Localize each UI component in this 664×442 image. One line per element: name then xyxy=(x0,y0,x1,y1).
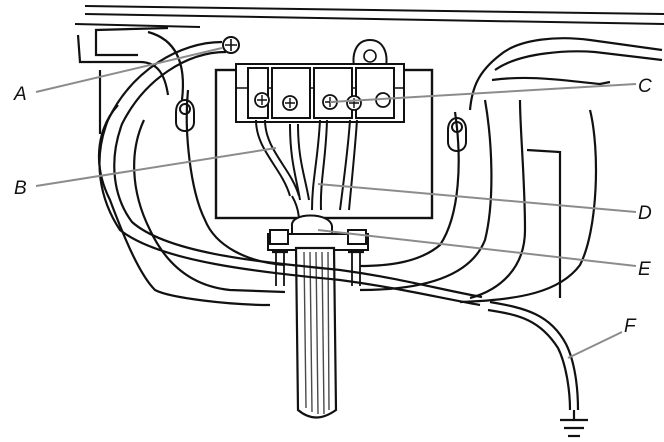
tab-hole xyxy=(363,49,377,63)
external-ground-wire xyxy=(98,40,580,411)
callout-leaders xyxy=(35,47,637,359)
mounting-tab xyxy=(342,38,398,67)
callout-label-a: A xyxy=(13,84,27,105)
left-panel xyxy=(76,26,184,134)
strain-relief-clamp xyxy=(267,214,369,286)
ground-screw xyxy=(222,36,240,54)
right-panel xyxy=(468,37,663,300)
power-supply-cord xyxy=(294,246,338,419)
earth-ground-icon xyxy=(560,410,588,438)
callout-label-d: D xyxy=(638,203,652,224)
appliance-rim xyxy=(74,5,664,28)
right-keyhole-slot xyxy=(447,117,467,152)
power-cord-wires xyxy=(255,119,358,237)
callout-label-b: B xyxy=(14,178,27,199)
callout-label-f: F xyxy=(624,316,637,337)
left-keyhole-slot xyxy=(175,99,195,132)
callout-label-e: E xyxy=(638,259,651,280)
callout-label-c: C xyxy=(638,76,652,97)
